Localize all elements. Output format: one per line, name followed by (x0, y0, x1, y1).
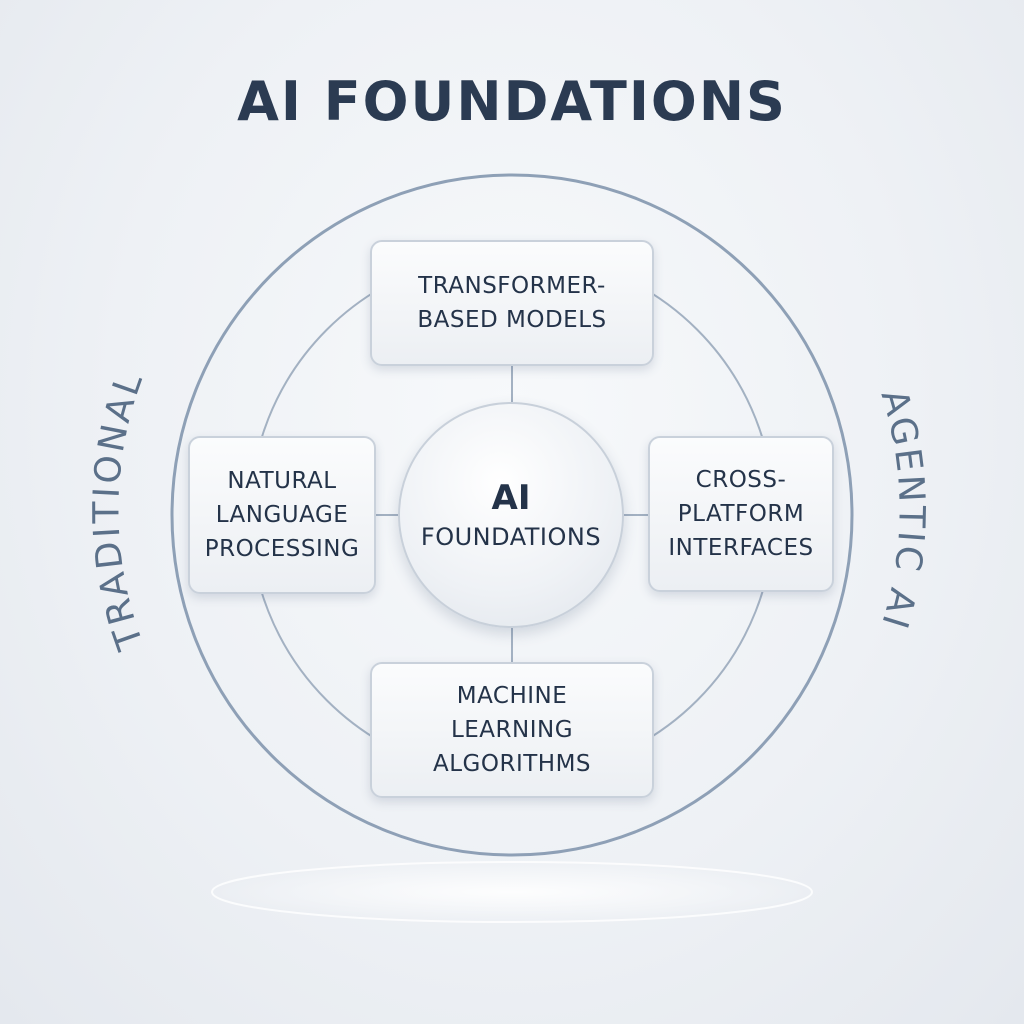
node-natural-language-processing: NATURAL LANGUAGE PROCESSING (188, 436, 376, 594)
outer-ring (170, 173, 854, 857)
node-cross-platform-interfaces: CROSS- PLATFORM INTERFACES (648, 436, 834, 592)
node-label: NATURAL LANGUAGE PROCESSING (204, 468, 360, 562)
floor-glow (212, 862, 812, 922)
node-label: MACHINE LEARNING ALGORITHMS (432, 683, 592, 777)
center-hub: AI FOUNDATIONS (398, 402, 624, 628)
node-label: TRANSFORMER- BASED MODELS (417, 273, 607, 333)
side-label-right: AGENTIC AI (872, 385, 931, 636)
node-transformer-models: TRANSFORMER- BASED MODELS (370, 240, 654, 366)
floor-ring (211, 861, 813, 923)
hub-label-secondary: FOUNDATIONS (420, 523, 602, 551)
page-title: AI FOUNDATIONS (237, 70, 787, 133)
node-label: CROSS- PLATFORM INTERFACES (668, 467, 814, 561)
side-label-left: TRADITIONAL (86, 365, 152, 655)
hub-label-primary: AI (491, 478, 531, 518)
node-machine-learning-algorithms: MACHINE LEARNING ALGORITHMS (370, 662, 654, 798)
